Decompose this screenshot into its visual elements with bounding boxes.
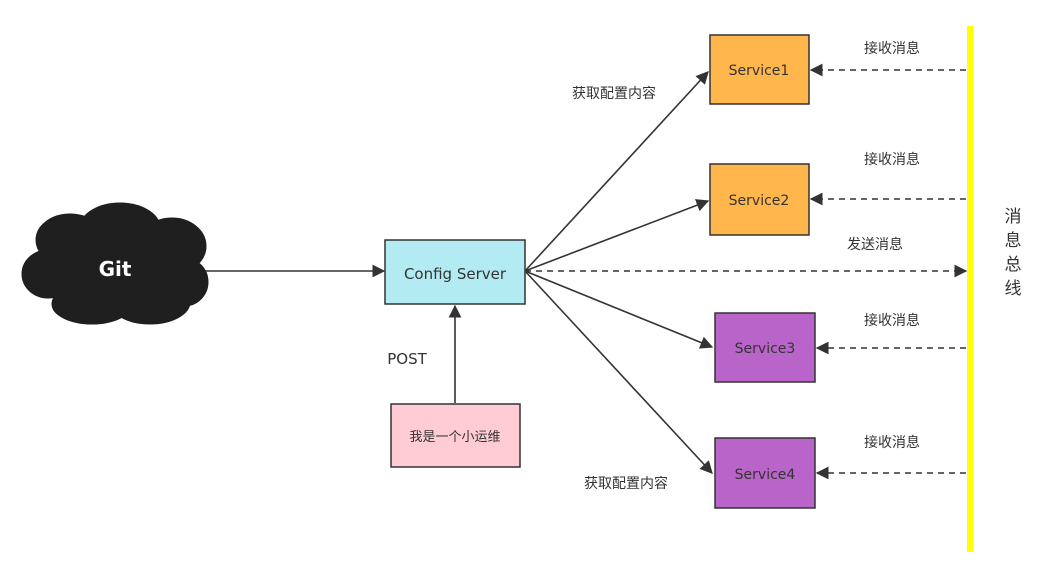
label-receive-1: 接收消息 <box>864 40 920 57</box>
bus-label-char-1: 消 <box>1005 207 1022 227</box>
bus-label-char-3: 总 <box>1005 255 1022 275</box>
label-receive-2: 接收消息 <box>864 151 920 168</box>
service4-box <box>714 437 816 509</box>
config-server-label: Config Server <box>404 265 507 283</box>
ops-box <box>390 403 521 468</box>
label-send: 发送消息 <box>847 236 903 253</box>
service1-box <box>709 34 810 105</box>
label-receive-4: 接收消息 <box>864 434 920 451</box>
config-server-box <box>384 239 526 305</box>
bus-label-char-4: 线 <box>1005 279 1022 299</box>
label-post: POST <box>387 350 427 368</box>
service2-box <box>709 163 810 236</box>
message-bus-line <box>967 26 973 552</box>
service3-label: Service3 <box>735 341 796 357</box>
arrow-config-to-service4 <box>524 270 713 474</box>
arrow-config-to-service2 <box>524 199 710 272</box>
label-fetch-top: 获取配置内容 <box>572 85 656 102</box>
service1-label: Service1 <box>729 63 790 79</box>
ops-label: 我是一个小运维 <box>409 430 500 445</box>
git-cloud: Git <box>21 202 209 325</box>
label-receive-3: 接收消息 <box>864 312 920 329</box>
git-label: Git <box>99 257 132 281</box>
arrow-config-to-service1 <box>524 71 709 272</box>
bus-label-char-2: 息 <box>1005 231 1022 251</box>
service4-label: Service4 <box>735 467 796 483</box>
service2-label: Service2 <box>729 193 790 209</box>
arrow-config-to-service3 <box>524 270 714 349</box>
service3-box <box>714 312 816 383</box>
label-fetch-bottom: 获取配置内容 <box>584 475 668 492</box>
